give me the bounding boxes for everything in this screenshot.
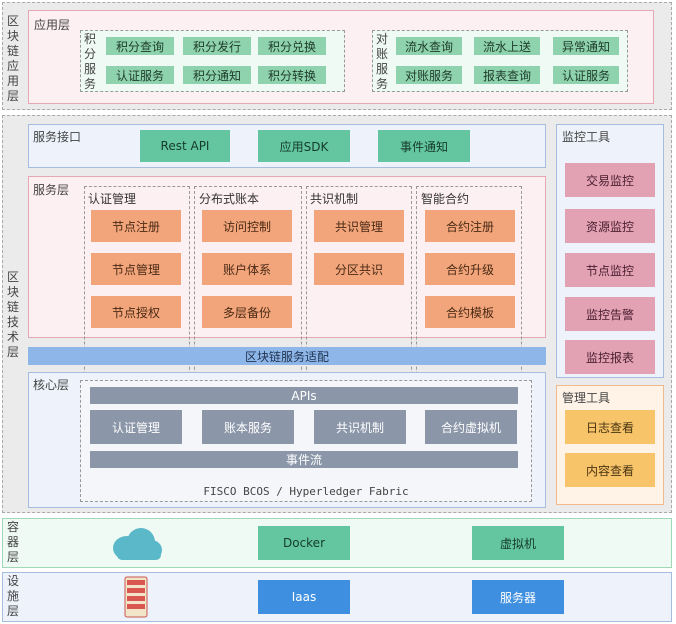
service-item: 合约注册: [425, 210, 515, 242]
event-stream-bar: 事件流: [90, 451, 518, 468]
monitor-item: 监控告警: [565, 297, 655, 331]
cloud-icon: [105, 522, 165, 564]
service-item: 访问控制: [202, 210, 292, 242]
points-item: 积分发行: [183, 37, 251, 55]
server-box: 服务器: [472, 580, 564, 614]
management-title: 管理工具: [562, 391, 611, 405]
points-item: 积分转换: [258, 66, 326, 84]
app-layer-label: 区块链应用层: [6, 14, 19, 103]
sdk-box: 应用SDK: [258, 130, 350, 162]
core-item: 认证管理: [90, 410, 182, 444]
recon-item: 流水查询: [396, 37, 462, 55]
service-layer-title: 服务层: [33, 183, 70, 197]
service-item: 节点授权: [91, 296, 181, 328]
vm-box: 虚拟机: [472, 526, 564, 560]
points-item: 积分通知: [183, 66, 251, 84]
points-service-label: 积分服务: [83, 32, 96, 91]
service-item: 节点管理: [91, 253, 181, 285]
recon-item: 异常通知: [553, 37, 619, 55]
column-title: 智能合约: [421, 192, 470, 206]
rest-api-box: Rest API: [140, 130, 230, 162]
service-item: 合约模板: [425, 296, 515, 328]
monitor-title: 监控工具: [562, 130, 611, 144]
monitor-item: 交易监控: [565, 163, 655, 197]
points-item: 积分兑换: [258, 37, 326, 55]
platform-label: FISCO BCOS / Hyperledger Fabric: [203, 485, 409, 498]
container-layer-label: 容器层: [6, 520, 19, 564]
service-interface-title: 服务接口: [33, 130, 82, 144]
core-item: 合约虚拟机: [425, 410, 517, 444]
app-panel-title: 应用层: [34, 18, 71, 32]
management-item: 内容查看: [565, 453, 655, 487]
service-item: 合约升级: [425, 253, 515, 285]
docker-box: Docker: [258, 526, 350, 560]
recon-item: 流水上送: [474, 37, 540, 55]
service-item: 节点注册: [91, 210, 181, 242]
recon-item: 认证服务: [553, 66, 619, 84]
management-item: 日志查看: [565, 410, 655, 444]
monitor-item: 资源监控: [565, 209, 655, 243]
column-title: 认证管理: [88, 192, 137, 206]
service-item: 分区共识: [314, 253, 404, 285]
service-item: 账户体系: [202, 253, 292, 285]
recon-service-label: 对账服务: [375, 32, 388, 91]
apis-bar: APIs: [90, 387, 518, 404]
monitor-item: 节点监控: [565, 253, 655, 287]
event-notify-box: 事件通知: [378, 130, 470, 162]
recon-item: 报表查询: [474, 66, 540, 84]
column-title: 共识机制: [310, 192, 359, 206]
core-item: 共识机制: [314, 410, 406, 444]
points-item: 积分查询: [106, 37, 174, 55]
tech-layer-label: 区块链技术层: [6, 270, 19, 359]
recon-item: 对账服务: [396, 66, 462, 84]
service-item: 共识管理: [314, 210, 404, 242]
column-title: 分布式账本: [199, 192, 260, 206]
adapter-bar: 区块链服务适配: [28, 347, 546, 365]
points-item: 认证服务: [106, 66, 174, 84]
iaas-box: Iaas: [258, 580, 350, 614]
infra-layer-label: 设施层: [6, 574, 19, 618]
server-icon: [124, 576, 148, 618]
monitor-item: 监控报表: [565, 340, 655, 374]
core-layer-title: 核心层: [33, 378, 70, 392]
core-item: 账本服务: [202, 410, 294, 444]
service-item: 多层备份: [202, 296, 292, 328]
